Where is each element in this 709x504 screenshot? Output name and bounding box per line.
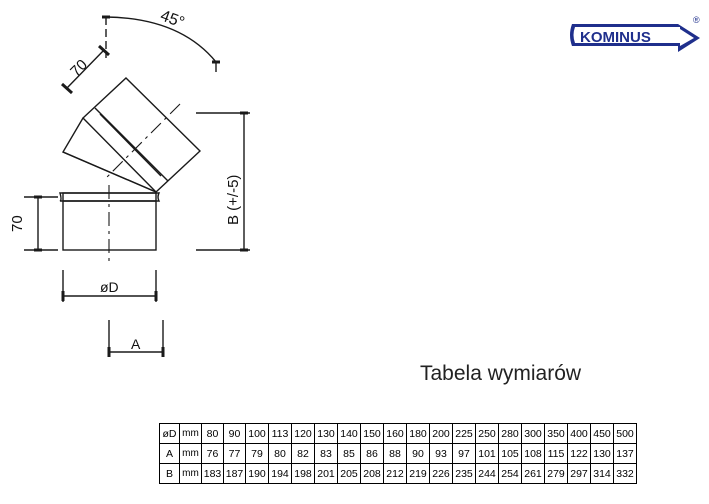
table-cell: 350 — [544, 423, 568, 444]
table-cell: 108 — [521, 443, 545, 464]
table-title: Tabela wymiarów — [420, 362, 582, 385]
table-cell: 261 — [521, 463, 545, 484]
table-cell: 183 — [201, 463, 224, 484]
table-cell: 212 — [383, 463, 407, 484]
table-cell: 105 — [498, 443, 522, 464]
row-label: A — [159, 443, 180, 464]
table-cell: 80 — [201, 423, 224, 444]
table-cell: 80 — [268, 443, 292, 464]
table-cell: 208 — [360, 463, 384, 484]
row-unit: mm — [179, 443, 202, 464]
table-cell: 86 — [360, 443, 384, 464]
table-cell: 180 — [406, 423, 430, 444]
table-cell: 254 — [498, 463, 522, 484]
table-cell: 113 — [268, 423, 292, 444]
table-cell: 120 — [291, 423, 315, 444]
table-cell: 115 — [544, 443, 568, 464]
table-cell: 198 — [291, 463, 315, 484]
table-cell: 250 — [475, 423, 499, 444]
dim-line-top-70 — [66, 49, 105, 89]
table-cell: 226 — [429, 463, 453, 484]
table-cell: 130 — [314, 423, 338, 444]
table-cell: 194 — [268, 463, 292, 484]
dim-a-label: A — [131, 336, 141, 352]
table-cell: 77 — [223, 443, 246, 464]
table-cell: 122 — [567, 443, 591, 464]
table-cell: 83 — [314, 443, 338, 464]
table-cell: 130 — [590, 443, 614, 464]
table-cell: 150 — [360, 423, 384, 444]
row-unit: mm — [179, 423, 202, 444]
logo-registered: ® — [693, 15, 700, 25]
table-cell: 200 — [429, 423, 453, 444]
table-cell: 280 — [498, 423, 522, 444]
angle-arc — [105, 16, 217, 63]
row-unit: mm — [179, 463, 202, 484]
table-cell: 500 — [613, 423, 637, 444]
table-cell: 137 — [613, 443, 637, 464]
table-cell: 225 — [452, 423, 476, 444]
table-cell: 90 — [406, 443, 430, 464]
table-cell: 160 — [383, 423, 407, 444]
table-cell: 332 — [613, 463, 637, 484]
table-cell: 82 — [291, 443, 315, 464]
table-cell: 101 — [475, 443, 499, 464]
table-cell: 205 — [337, 463, 361, 484]
table-cell: 97 — [452, 443, 476, 464]
table-cell: 140 — [337, 423, 361, 444]
table-cell: 297 — [567, 463, 591, 484]
table-cell: 85 — [337, 443, 361, 464]
table-cell: 190 — [245, 463, 269, 484]
dim-d-label: øD — [100, 279, 119, 295]
dim-b-label: B (+/-5) — [225, 175, 242, 225]
table-cell: 235 — [452, 463, 476, 484]
logo-text: KOMINUS — [580, 29, 651, 46]
table-cell: 88 — [383, 443, 407, 464]
table-cell: 90 — [223, 423, 246, 444]
table-cell: 187 — [223, 463, 246, 484]
table-cell: 314 — [590, 463, 614, 484]
table-cell: 201 — [314, 463, 338, 484]
table-cell: 279 — [544, 463, 568, 484]
row-label: øD — [159, 423, 180, 444]
length-label-left: 70 — [9, 215, 26, 232]
table-cell: 76 — [201, 443, 224, 464]
kominus-logo: KOMINUS ® — [570, 15, 700, 52]
table-cell: 400 — [567, 423, 591, 444]
table-cell: 79 — [245, 443, 269, 464]
table-cell: 93 — [429, 443, 453, 464]
table-cell: 244 — [475, 463, 499, 484]
table-cell: 300 — [521, 423, 545, 444]
row-label: B — [159, 463, 180, 484]
table-cell: 450 — [590, 423, 614, 444]
upper-pipe-section — [81, 77, 202, 193]
table-cell: 100 — [245, 423, 269, 444]
table-cell: 219 — [406, 463, 430, 484]
length-label-top: 70 — [67, 56, 91, 80]
angle-label: 45° — [158, 7, 187, 31]
